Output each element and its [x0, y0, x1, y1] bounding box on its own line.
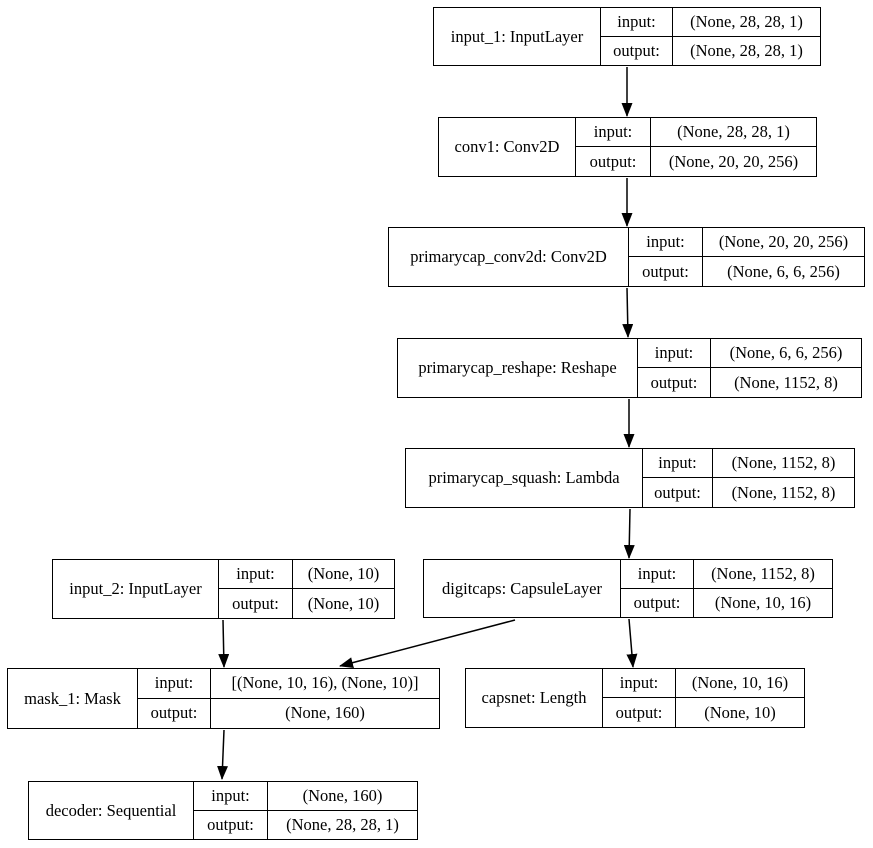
edge-digitcaps-to-mask_1 [339, 619, 516, 669]
layer-name-label: input_1: InputLayer [434, 8, 601, 65]
input-shape-value: (None, 28, 28, 1) [651, 118, 816, 147]
edge-primarycap_conv2d-to-primarycap_reshape [622, 287, 634, 338]
layer-name-label: digitcaps: CapsuleLayer [424, 560, 621, 617]
input-shape-value: (None, 1152, 8) [694, 560, 832, 589]
edge-primarycap_squash-to-digitcaps [623, 508, 635, 559]
input-row-label: input: [629, 228, 702, 257]
layer-name-label: conv1: Conv2D [439, 118, 576, 176]
output-shape-value: (None, 1152, 8) [731, 482, 836, 502]
input-row-label: input: [643, 449, 712, 478]
input-row-label: input: [638, 339, 710, 368]
input-row-label: input: [621, 560, 693, 589]
output-shape-value: (None, 160) [285, 703, 365, 723]
input-shape-value: [(None, 10, 16), (None, 10)] [211, 669, 439, 699]
edge-input_2-to-mask_1 [218, 619, 230, 668]
layer-name-label: primarycap_squash: Lambda [406, 449, 643, 507]
output-row-label: output: [642, 261, 689, 281]
input-shape-value: (None, 28, 28, 1) [673, 8, 820, 37]
output-row-label: output: [232, 593, 279, 613]
output-shape-value: (None, 28, 28, 1) [286, 814, 399, 834]
output-shape-value: (None, 20, 20, 256) [668, 151, 799, 171]
edge-digitcaps-to-capsnet [626, 618, 638, 668]
input-row-label: input: [219, 560, 292, 589]
input-row-label: input: [194, 782, 267, 811]
input-shape-value: (None, 160) [268, 782, 417, 811]
layer-name-label: primarycap_conv2d: Conv2D [389, 228, 629, 286]
output-row-label: output: [615, 702, 663, 722]
input-row-label: input: [601, 8, 672, 37]
output-shape-value: (None, 1152, 8) [734, 372, 838, 392]
layer-name-label: decoder: Sequential [29, 782, 194, 839]
output-row-label: output: [207, 814, 254, 834]
input-row-label: input: [138, 669, 210, 699]
layer-name-label: capsnet: Length [466, 669, 603, 727]
input-shape-value: (None, 10) [293, 560, 394, 589]
output-row-label: output: [650, 372, 698, 392]
input-row-label: input: [603, 669, 675, 698]
output-shape-value: (None, 10) [704, 702, 776, 722]
output-row-label: output: [589, 151, 637, 171]
output-shape-value: (None, 28, 28, 1) [690, 40, 803, 60]
edge-mask_1-to-decoder [217, 729, 229, 780]
layer-name-label: input_2: InputLayer [53, 560, 219, 618]
input-shape-value: (None, 6, 6, 256) [711, 339, 861, 368]
layer-name-label: mask_1: Mask [8, 669, 138, 728]
input-shape-value: (None, 20, 20, 256) [703, 228, 864, 257]
output-row-label: output: [150, 703, 198, 723]
output-shape-value: (None, 6, 6, 256) [727, 261, 840, 281]
input-row-label: input: [576, 118, 650, 147]
output-row-label: output: [654, 482, 701, 502]
output-row-label: output: [633, 592, 681, 612]
layer-name-label: primarycap_reshape: Reshape [398, 339, 638, 397]
input-shape-value: (None, 1152, 8) [713, 449, 854, 478]
output-shape-value: (None, 10) [307, 593, 380, 613]
output-shape-value: (None, 10, 16) [714, 592, 812, 612]
input-shape-value: (None, 10, 16) [676, 669, 804, 698]
output-row-label: output: [613, 40, 660, 60]
